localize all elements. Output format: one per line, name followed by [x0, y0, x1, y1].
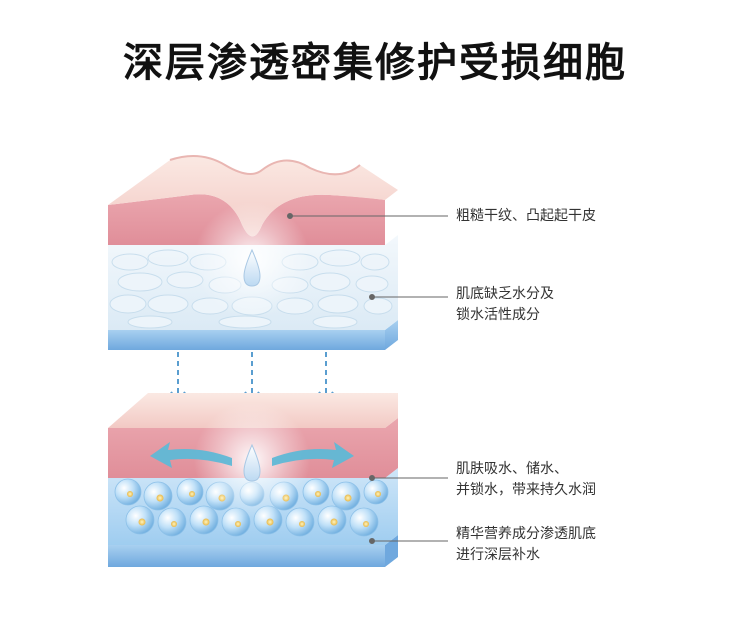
top-rough-surface [108, 156, 398, 237]
label-essence-penetrate-line1: 精华营养成分渗透肌底 [456, 526, 596, 542]
spread-right-arrow-icon [272, 442, 354, 468]
label-absorb-water-line2: 并锁水，带来持久水润 [456, 482, 596, 498]
label-essence-penetrate-line2: 进行深层补水 [456, 547, 540, 563]
label-lacking-moisture: 肌底缺乏水分及 锁水活性成分 [456, 284, 554, 326]
label-rough-surface-text: 粗糙干纹、凸起起干皮 [456, 208, 596, 224]
label-rough-surface: 粗糙干纹、凸起起干皮 [456, 206, 596, 227]
dashed-down-arrows [177, 352, 327, 398]
bottom-leader-lines [369, 475, 448, 544]
spread-left-arrow-icon [150, 442, 232, 468]
top-leader-lines [287, 213, 448, 300]
bottom-skin-block [108, 393, 398, 567]
bottom-water-drop-icon [243, 443, 261, 482]
label-absorb-water-line1: 肌肤吸水、储水、 [456, 461, 568, 477]
label-essence-penetrate: 精华营养成分渗透肌底 进行深层补水 [456, 524, 596, 566]
top-dermis-layer [108, 194, 385, 245]
label-absorb-water: 肌肤吸水、储水、 并锁水，带来持久水润 [456, 459, 596, 501]
page-title: 深层渗透密集修护受损细胞 [123, 40, 627, 86]
top-water-drop-icon [243, 248, 261, 287]
label-lacking-moisture-line1: 肌底缺乏水分及 [456, 286, 554, 302]
label-lacking-moisture-line2: 锁水活性成分 [456, 307, 540, 323]
top-skin-block [108, 155, 398, 350]
bottom-base-layer [108, 545, 385, 567]
